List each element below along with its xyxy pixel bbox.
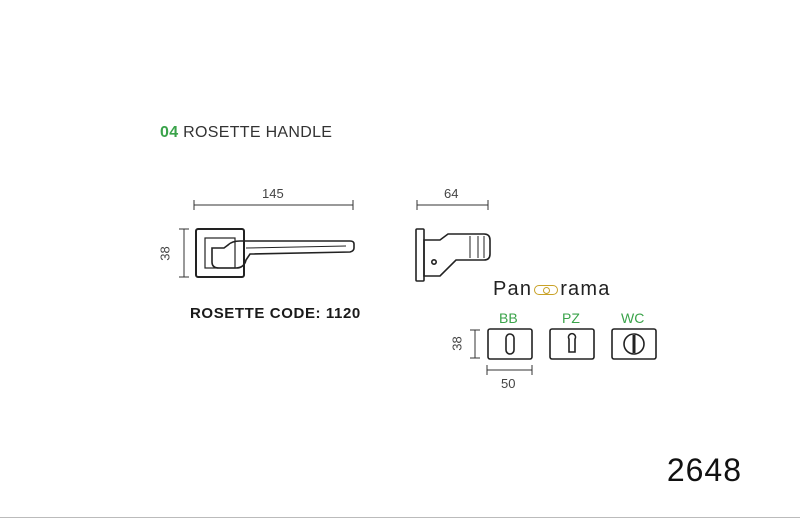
side-depth-dim-label: 64 <box>444 186 459 201</box>
rosette-code-label: ROSETTE CODE: 1120 <box>190 305 361 322</box>
model-number: 2648 <box>666 452 742 488</box>
variant-label-wc: WC <box>621 310 645 326</box>
escutcheon-height-dimension-line <box>470 329 480 359</box>
front-width-dim-label: 145 <box>262 186 284 201</box>
escutcheon-pz <box>549 328 595 360</box>
escutcheon-wc <box>611 328 657 360</box>
side-view <box>415 228 491 282</box>
variant-label-pz: PZ <box>562 310 580 326</box>
side-depth-dimension-line <box>416 200 489 210</box>
front-rosette <box>195 228 245 278</box>
escutcheon-height-dim-label: 38 <box>449 336 465 351</box>
brand-logo: Pan rama <box>493 278 611 301</box>
front-height-dim-label: 38 <box>157 246 173 261</box>
escutcheon-width-dim-label: 50 <box>501 376 516 391</box>
brand-text-part2: rama <box>560 278 611 300</box>
bottom-divider <box>0 517 800 518</box>
brand-text-part1: Pan <box>493 278 533 300</box>
front-width-dimension-line <box>193 200 354 210</box>
section-title-text: ROSETTE HANDLE <box>183 124 333 141</box>
brand-o-mark-icon <box>534 284 559 295</box>
variant-label-bb: BB <box>499 310 518 326</box>
section-number: 04 <box>160 124 179 141</box>
escutcheon-bb <box>487 328 533 360</box>
front-lever <box>211 240 355 269</box>
section-title: 04 ROSETTE HANDLE <box>160 124 332 142</box>
front-height-dimension-line <box>179 228 189 278</box>
escutcheon-width-dimension-line <box>486 365 533 375</box>
